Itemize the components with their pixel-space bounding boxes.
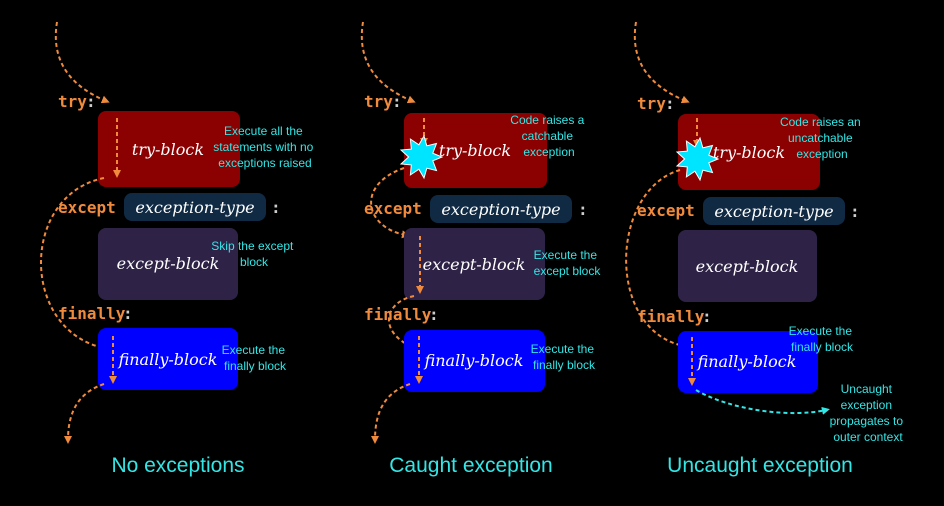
except-keyword: except [637,201,695,220]
finally-block-box [98,328,238,390]
try-block-label: try-block [132,140,204,159]
panel-caption: Uncaught exception [667,454,853,477]
except-keyword: except [364,199,422,218]
propagate-note: Uncaught exception propagates to outer c… [830,382,907,444]
finally-keyword: finally [637,307,705,326]
try-note: Code raises an uncatchable exception [780,115,864,161]
try-block-box [98,111,240,187]
finally-note: Execute the finally block [222,343,289,373]
exception-type-label: exception-type [135,198,254,217]
try-note: Execute all the statements with no excep… [213,124,316,170]
finally-colon: : [702,307,712,326]
exception-type-box [430,195,572,223]
exception-type-box [124,193,266,221]
exception-burst-icon [399,134,444,180]
except-block-label: except-block [696,257,799,276]
try-block-label: try-block [439,141,511,160]
entry-flow-arrow [54,21,110,104]
panel-no-exceptions: try : try-block except exception-type : … [40,21,316,477]
try-colon: : [392,92,402,111]
exception-burst-icon [675,136,720,182]
try-note: Code raises a catchable exception [510,113,587,159]
except-colon: : [578,200,588,219]
entry-flow-arrow [633,21,690,104]
try-colon: : [665,94,675,113]
propagate-arrow [695,389,830,415]
finally-keyword: finally [364,305,432,324]
exception-type-box [703,197,845,225]
finally-colon: : [429,305,439,324]
finally-note: Execute the finally block [531,342,598,372]
exit-flow-arrow [371,383,411,444]
exception-type-label: exception-type [714,202,833,221]
except-note: Skip the except block [211,239,296,269]
except-keyword: except [58,198,116,217]
except-block-label: except-block [117,254,220,273]
except-colon: : [271,198,281,217]
panel-uncaught-exception: try : try-block except exception-type : … [625,21,907,477]
except-block-label: except-block [423,255,526,274]
try-keyword: try [637,94,666,113]
try-block-label: try-block [713,143,785,162]
finally-colon: : [123,304,133,323]
try-keyword: try [364,92,393,111]
exception-type-label: exception-type [441,200,560,219]
try-colon: : [86,92,96,111]
finally-block-label: finally-block [697,352,797,371]
finally-note: Execute the finally block [789,324,856,354]
skip-except-flow-arrow [40,177,108,352]
entry-flow-arrow [360,21,416,104]
try-block-box [404,113,547,188]
except-block-box [404,228,545,300]
finally-block-box [404,330,545,392]
panel-caption: No exceptions [111,454,244,477]
to-finally-flow-arrow [388,295,415,348]
exit-flow-arrow [64,383,105,444]
finally-block-label: finally-block [424,351,524,370]
try-keyword: try [58,92,87,111]
panel-caught-exception: try : try-block except exception-type : … [360,21,602,477]
panel-caption: Caught exception [389,454,552,477]
finally-keyword: finally [58,304,126,323]
finally-block-label: finally-block [118,350,218,369]
except-note: Execute the except block [534,248,602,278]
finally-block-box [678,331,818,393]
except-colon: : [850,202,860,221]
try-block-box [678,114,820,190]
except-block-box [98,228,238,300]
except-block-box [678,230,817,302]
catch-flow-arrow [370,167,410,239]
